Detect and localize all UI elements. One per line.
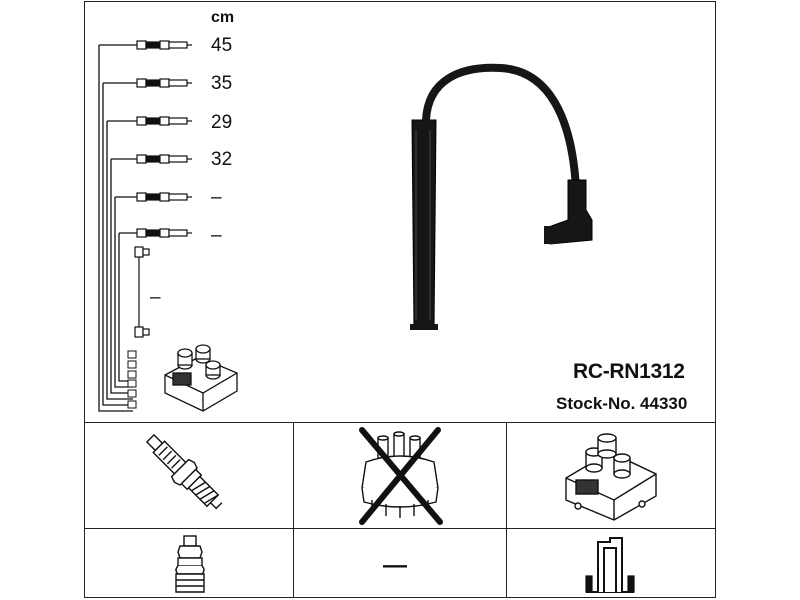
product-code: RC-RN1312 — [573, 360, 685, 383]
coil-lead-length: – — [150, 287, 161, 308]
lead-length-6: – — [211, 225, 222, 246]
bottom-middle-value: — — [383, 552, 407, 579]
lead-length-3: 29 — [211, 112, 233, 133]
divider-top — [84, 422, 716, 423]
lead-length-4: 32 — [211, 149, 233, 170]
product-sheet-frame — [84, 1, 716, 598]
divider-col-2 — [506, 422, 507, 598]
plug-boot-icon — [175, 535, 205, 593]
divider-col-1 — [293, 422, 294, 598]
lead-length-5: – — [211, 187, 222, 208]
lead-length-1: 45 — [211, 35, 233, 56]
divider-bottom — [84, 528, 716, 529]
lead-set-diagram — [98, 40, 238, 412]
spark-plug-icon — [145, 433, 223, 510]
unit-label: cm — [211, 9, 235, 26]
ignition-lead-image — [410, 63, 593, 330]
ignition-coil-icon — [565, 433, 657, 521]
lead-length-2: 35 — [211, 73, 233, 94]
terminal-icon — [585, 537, 635, 593]
distributor-cap-crossed-icon — [359, 427, 443, 525]
stock-number: Stock-No. 44330 — [556, 394, 688, 413]
